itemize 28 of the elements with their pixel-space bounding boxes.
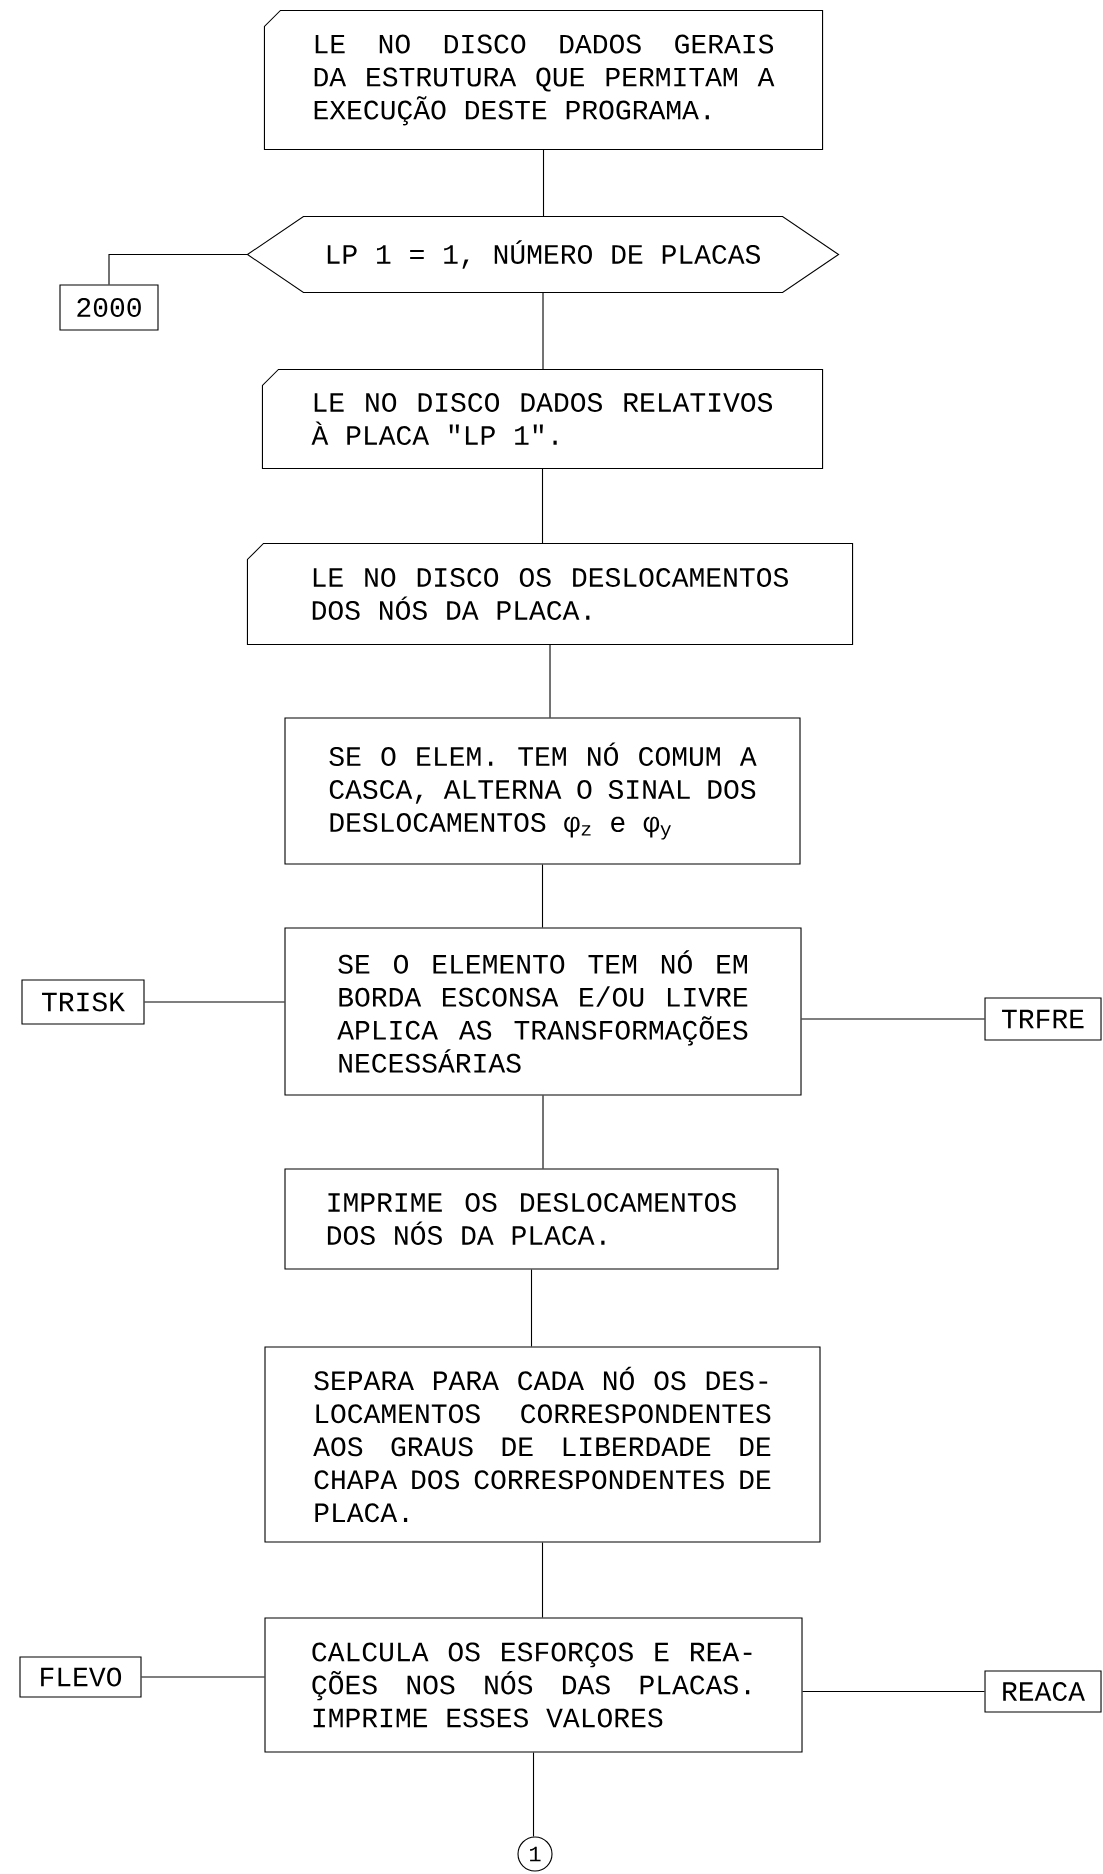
connector-line xyxy=(542,1095,544,1169)
connector-line xyxy=(530,1269,533,1347)
loop-hexagon: LP 1 = 1, NÚMERO DE PLACAS xyxy=(246,215,840,294)
connector-line xyxy=(549,644,551,718)
connector-line xyxy=(802,1690,985,1693)
connector-line xyxy=(541,864,544,928)
connector-line xyxy=(532,1752,535,1837)
punched-card-box: LE NO DISCO DADOS GERAIS DA ESTRUTURA QUE PERMITAM A EXECUÇÃO DESTE PROGRAMA. xyxy=(263,9,824,151)
process-box: SEPARA PARA CADA NÓ OS DES-LOCAMENTOS CORRESPONDENTES AOS GRAUS DE LIBERDADE DE CHAPA DOS CORRESPONDENTES DE PLACA. xyxy=(264,1346,821,1543)
process-box: REACA xyxy=(984,1670,1102,1713)
process-box: FLEVO xyxy=(19,1656,142,1698)
connector-line xyxy=(144,1001,285,1003)
connector-line xyxy=(542,149,545,217)
process-box: SE O ELEMENTO TEM NÓ EM BORDA ESCONSA E/OU LIVRE APLICA AS TRANSFORMAÇÕES NECESSÁRIAS xyxy=(284,927,802,1096)
punched-card-box: LE NO DISCO DADOS RELATIVOS À PLACA "LP 1". xyxy=(261,368,824,470)
process-box: CALCULA OS ESFORÇOS E REA-ÇÕES NOS NÓS DAS PLACAS. IMPRIME ESSES VALORES xyxy=(264,1617,803,1753)
connector-line xyxy=(141,1676,265,1678)
process-box: 2000 xyxy=(59,284,159,331)
process-box: TRFRE xyxy=(984,997,1102,1041)
connector-line xyxy=(108,253,248,285)
process-box: IMPRIME OS DESLOCAMENTOS DOS NÓS DA PLACA. xyxy=(284,1168,779,1270)
process-box: TRISK xyxy=(21,979,145,1025)
connector-line xyxy=(542,292,544,370)
process-box: SE O ELEM. TEM NÓ COMUM A CASCA, ALTERNA O SINAL DOS DESLOCAMENTOS φ$_{z}$ e φ$_{y}$ xyxy=(284,717,801,865)
connector-line xyxy=(541,468,544,544)
connector-line xyxy=(801,1018,985,1020)
punched-card-box: LE NO DISCO OS DESLOCAMENTOS DOS NÓS DA PLACA. xyxy=(246,542,854,646)
connector-line xyxy=(541,1542,544,1618)
